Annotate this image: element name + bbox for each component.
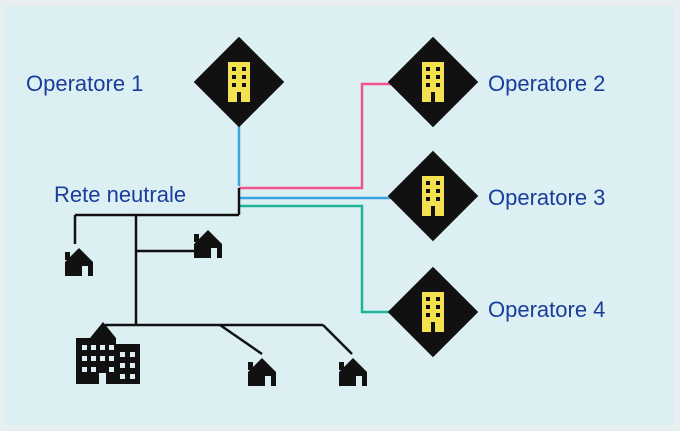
house-icon bbox=[339, 358, 367, 386]
link-operatore-4 bbox=[239, 204, 404, 314]
house-icon bbox=[65, 248, 93, 276]
operatore-2-label: Operatore 2 bbox=[488, 71, 606, 96]
operatore-3-building-icon bbox=[387, 150, 479, 242]
house-icon bbox=[248, 358, 276, 386]
rete-neutrale-label: Rete neutrale bbox=[54, 182, 187, 207]
neutral-network-lines bbox=[73, 188, 353, 356]
operatore-2-building-icon bbox=[387, 36, 479, 128]
operatore-3-label: Operatore 3 bbox=[488, 185, 606, 210]
operatore-1-building-icon bbox=[193, 36, 285, 128]
house-icon bbox=[194, 230, 222, 258]
operatore-4-building-icon bbox=[387, 266, 479, 358]
operatore-1-label: Operatore 1 bbox=[26, 71, 144, 96]
link-operatore-2 bbox=[239, 82, 404, 190]
apartment-building-icon bbox=[76, 322, 140, 384]
operatore-4-label: Operatore 4 bbox=[488, 297, 606, 322]
